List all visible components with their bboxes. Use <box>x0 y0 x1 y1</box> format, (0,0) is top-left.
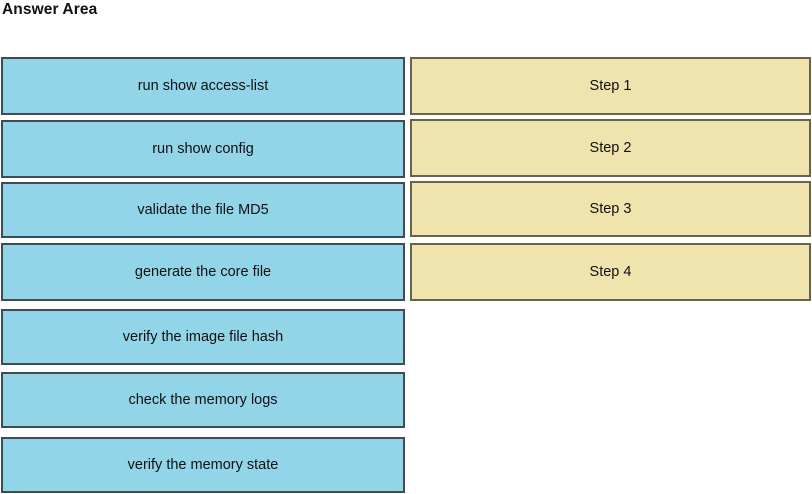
option-tile-run-show-access-list[interactable]: run show access-list <box>1 57 405 115</box>
option-tile-validate-the-file-md5[interactable]: validate the file MD5 <box>1 182 405 238</box>
option-tile-run-show-config[interactable]: run show config <box>1 120 405 178</box>
option-tile-label: validate the file MD5 <box>137 201 269 218</box>
option-tile-label: run show access-list <box>137 77 269 94</box>
step-slot-1[interactable]: Step 1 <box>410 57 811 115</box>
step-slot-label: Step 3 <box>589 200 632 217</box>
step-slot-2[interactable]: Step 2 <box>410 119 811 177</box>
step-slot-label: Step 2 <box>589 139 632 156</box>
option-tile-verify-the-memory-state[interactable]: verify the memory state <box>1 437 405 493</box>
option-tile-check-the-memory-logs[interactable]: check the memory logs <box>1 372 405 428</box>
step-slot-4[interactable]: Step 4 <box>410 243 811 301</box>
step-slot-3[interactable]: Step 3 <box>410 181 811 237</box>
option-tile-label: generate the core file <box>134 263 272 280</box>
page-title: Answer Area <box>2 1 98 18</box>
step-slot-label: Step 1 <box>589 77 632 94</box>
step-slot-label: Step 4 <box>589 263 632 280</box>
option-tile-label: verify the image file hash <box>122 328 284 345</box>
option-tile-verify-the-image-file-hash[interactable]: verify the image file hash <box>1 309 405 365</box>
option-tile-label: run show config <box>152 140 254 157</box>
option-tile-label: check the memory logs <box>128 391 278 408</box>
option-tile-generate-the-core-file[interactable]: generate the core file <box>1 243 405 301</box>
option-tile-label: verify the memory state <box>127 456 279 473</box>
